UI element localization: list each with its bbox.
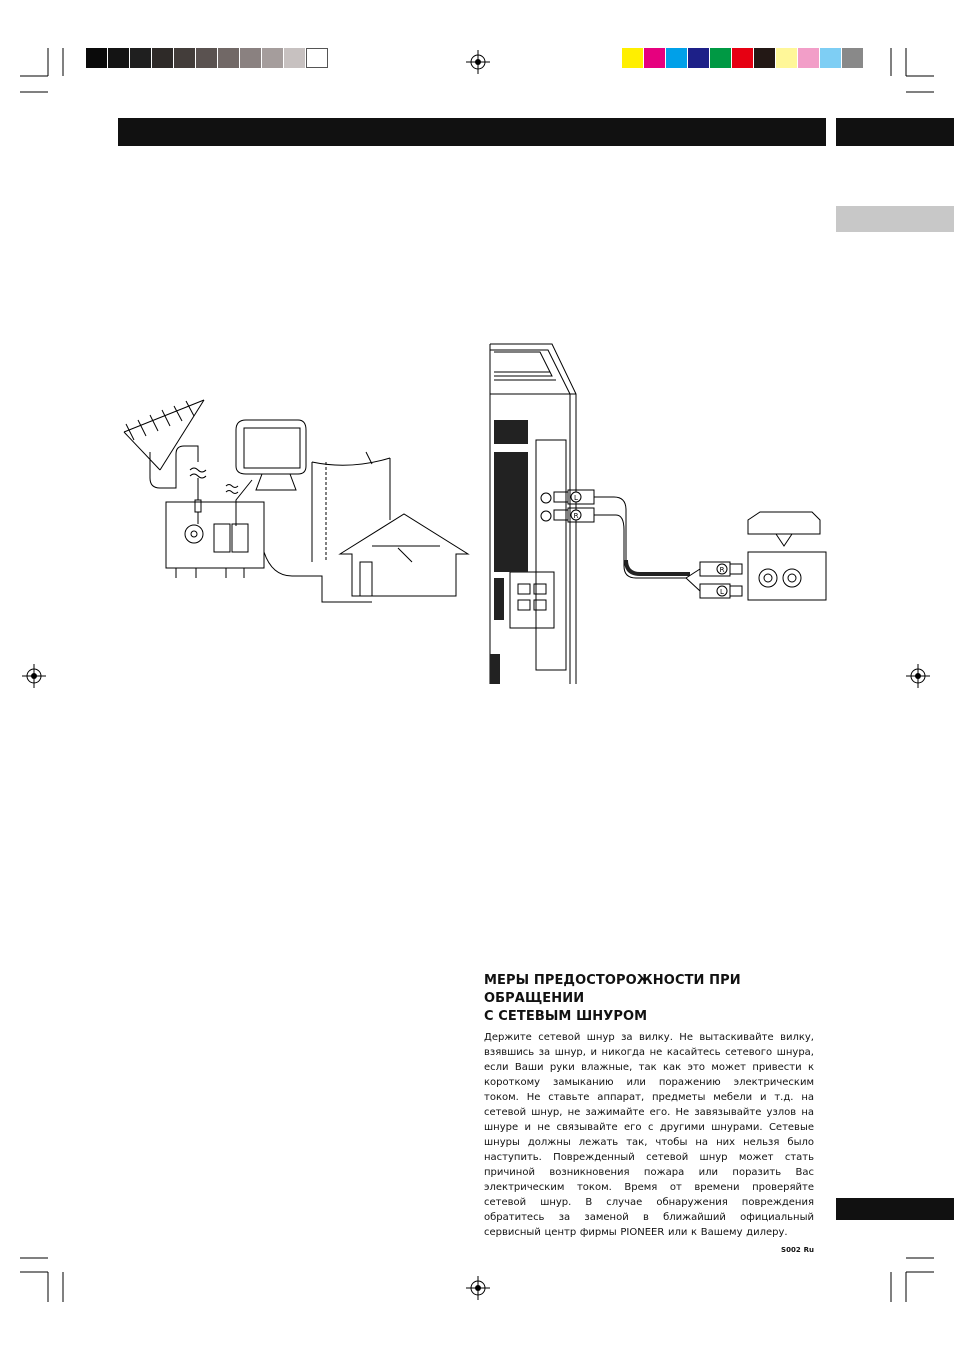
color-swatch — [622, 48, 644, 68]
color-swatch — [710, 48, 732, 68]
header-tab — [836, 118, 954, 146]
color-swatch — [240, 48, 262, 68]
color-swatch — [820, 48, 842, 68]
color-swatch — [196, 48, 218, 68]
color-swatch — [644, 48, 666, 68]
color-swatch — [842, 48, 864, 68]
color-swatch — [306, 48, 328, 68]
color-bar — [622, 48, 864, 68]
color-swatch — [174, 48, 196, 68]
color-swatch — [776, 48, 798, 68]
section-title-line2: С СЕТЕВЫМ ШНУРОМ — [484, 1009, 648, 1024]
plug-label: L — [720, 588, 724, 596]
color-swatch — [152, 48, 174, 68]
section-body: Держите сетевой шнур за вилку. Не вытаск… — [484, 1030, 814, 1254]
color-swatch — [130, 48, 152, 68]
color-swatch — [284, 48, 306, 68]
color-swatch — [108, 48, 130, 68]
power-cord-caution: МЕРЫ ПРЕДОСТОРОЖНОСТИ ПРИ ОБРАЩЕНИИ С СЕ… — [484, 972, 814, 1258]
header-bar — [118, 118, 826, 146]
language-tab — [836, 206, 954, 232]
grayscale-bar — [86, 48, 328, 68]
plug-label: L — [574, 494, 578, 502]
color-swatch — [666, 48, 688, 68]
color-swatch — [218, 48, 240, 68]
section-title: МЕРЫ ПРЕДОСТОРОЖНОСТИ ПРИ ОБРАЩЕНИИ С СЕ… — [484, 972, 814, 1026]
color-swatch — [86, 48, 108, 68]
document-code: S002 Ru — [781, 1246, 814, 1254]
color-swatch — [688, 48, 710, 68]
page-number-tab — [836, 1198, 954, 1220]
color-swatch — [732, 48, 754, 68]
plug-label: R — [574, 512, 579, 520]
section-body-text: Держите сетевой шнур за вилку. Не вытаск… — [484, 1032, 814, 1238]
color-swatch — [262, 48, 284, 68]
color-swatch — [798, 48, 820, 68]
plug-label: R — [720, 566, 725, 574]
section-title-line1: МЕРЫ ПРЕДОСТОРОЖНОСТИ ПРИ ОБРАЩЕНИИ — [484, 973, 741, 1006]
color-swatch — [754, 48, 776, 68]
